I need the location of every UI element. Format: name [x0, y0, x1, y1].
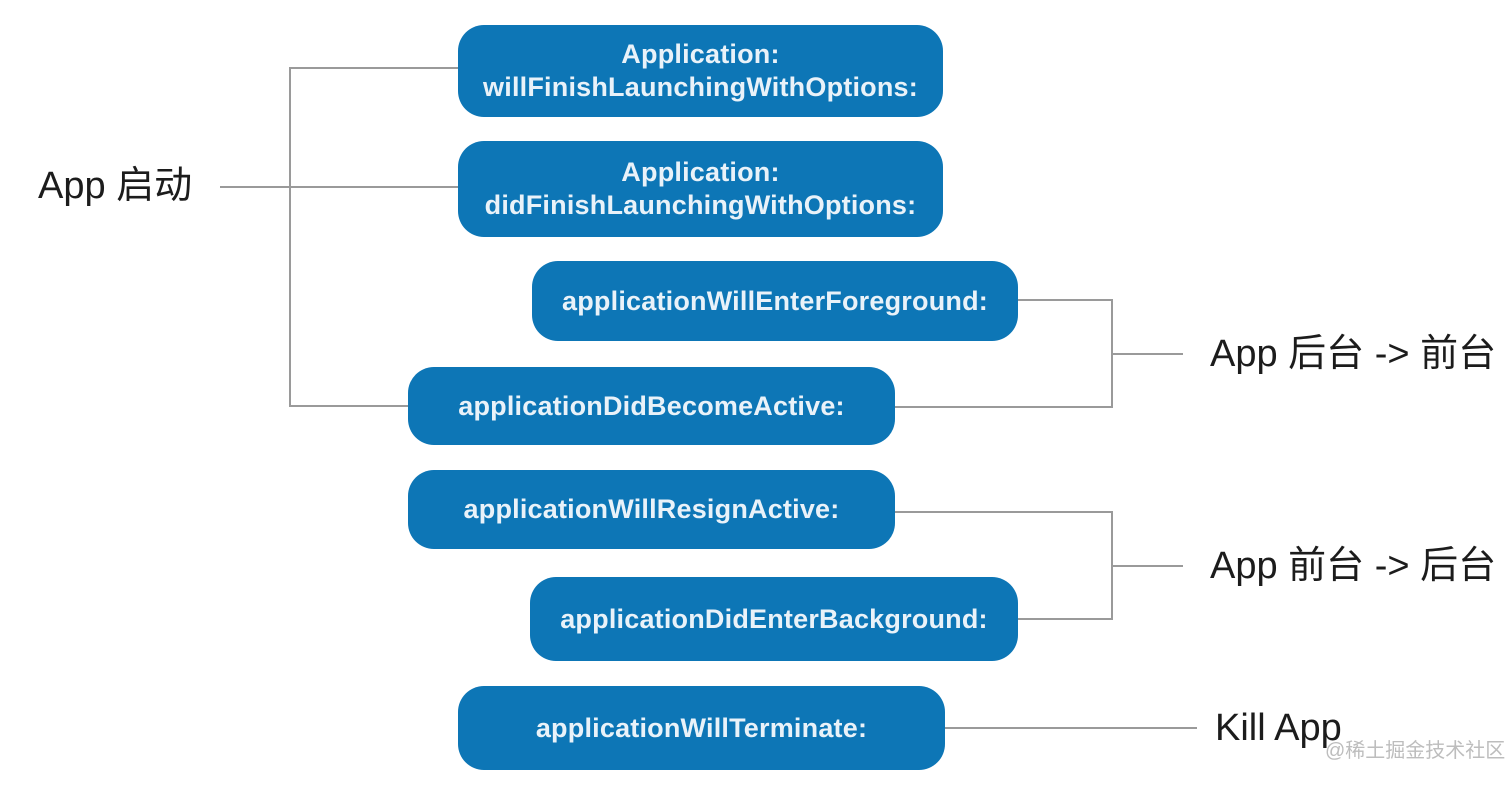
node-will-terminate: applicationWillTerminate: — [458, 686, 945, 770]
node-text-line: applicationDidEnterBackground: — [560, 603, 988, 634]
connector-from-didbecomeactive — [893, 406, 1112, 408]
node-text-line: Application: — [621, 39, 780, 69]
connector-from-didenterbackground — [1016, 618, 1112, 620]
node-did-become-active: applicationDidBecomeActive: — [408, 367, 895, 445]
label-kill-app: Kill App — [1215, 707, 1342, 749]
connector-to-willfinish — [290, 67, 458, 69]
connector-fg2bg-branch — [1112, 565, 1183, 567]
connector-from-willresignactive — [893, 511, 1112, 513]
connector-launch-horizontal — [220, 186, 458, 188]
node-will-enter-foreground: applicationWillEnterForeground: — [532, 261, 1018, 341]
connector-bg2fg-branch — [1112, 353, 1183, 355]
node-did-finish-launching: Application: didFinishLaunchingWithOptio… — [458, 141, 943, 237]
node-will-resign-active: applicationWillResignActive: — [408, 470, 895, 549]
node-text-line: willFinishLaunchingWithOptions: — [483, 72, 918, 102]
connector-from-willenterforeground — [1016, 299, 1112, 301]
node-did-enter-background: applicationDidEnterBackground: — [530, 577, 1018, 661]
node-text-line: applicationWillResignActive: — [463, 494, 840, 524]
connector-launch-vertical — [289, 67, 291, 407]
connector-kill-app — [943, 727, 1197, 729]
node-text-line: applicationDidBecomeActive: — [458, 390, 845, 421]
label-foreground-to-background: App 前台 -> 后台 — [1210, 545, 1497, 587]
connector-to-didbecomeactive — [290, 405, 408, 407]
node-text-line: Application: — [621, 157, 780, 187]
label-app-launch: App 启动 — [38, 165, 193, 207]
node-will-finish-launching: Application: willFinishLaunchingWithOpti… — [458, 25, 943, 117]
node-text-line: applicationWillTerminate: — [535, 712, 868, 743]
node-text-line: applicationWillEnterForeground: — [562, 285, 988, 316]
label-background-to-foreground: App 后台 -> 前台 — [1210, 333, 1497, 375]
watermark-juejin: @稀土掘金技术社区 — [1325, 740, 1506, 762]
node-text-line: didFinishLaunchingWithOptions: — [484, 190, 917, 220]
